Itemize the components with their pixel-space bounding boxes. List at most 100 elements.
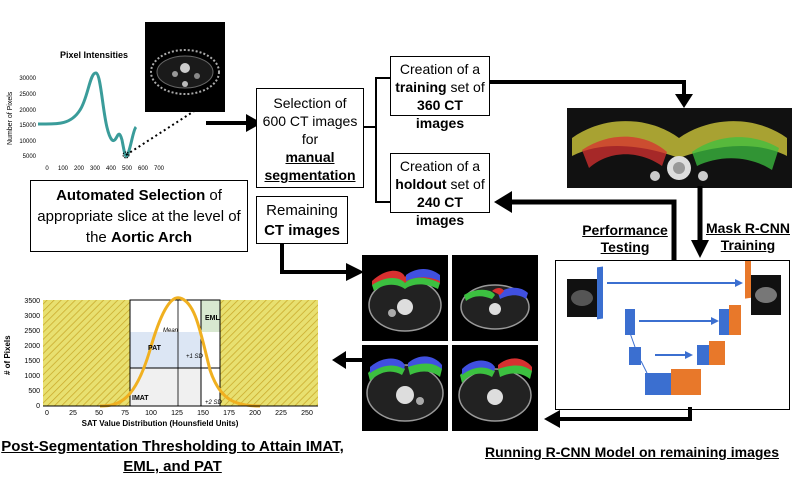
selection-600-box: Selection of 600 CT images for manual se… [256, 88, 364, 188]
training-count: 360 CT images [415, 97, 465, 131]
xtick-400: 400 [106, 166, 117, 172]
xtick-0: 0 [45, 166, 49, 172]
sat-right-hatch [220, 300, 318, 406]
sat-xtick-50: 50 [95, 410, 103, 417]
remaining-line2: CT images [264, 222, 340, 239]
sat-y-ticks: 3500 3000 2500 2000 1500 1000 500 0 [24, 298, 40, 410]
arrow-remaining-to-results [280, 244, 364, 281]
sat-x-ticks: 0 25 50 75 100 125 150 175 200 225 250 [45, 410, 313, 417]
xtick-200: 200 [74, 166, 85, 172]
segmentation-ct-image [567, 108, 792, 188]
selection-line3: for [301, 131, 319, 147]
holdout-word: holdout [395, 176, 447, 192]
aortic-arch-text: Aortic Arch [110, 229, 193, 246]
holdout-line1: Creation of a [399, 158, 481, 174]
cnn-architecture-box [555, 245, 790, 410]
ytick-25000: 25000 [19, 92, 36, 98]
sat-ytick-1500: 1500 [24, 358, 40, 365]
pixel-chart-xticks: 0 100 200 300 400 500 600 700 [45, 166, 164, 172]
xtick-100: 100 [58, 166, 69, 172]
sat-mean-label: Mean [163, 328, 179, 334]
maskrcnn-line2: Training [720, 237, 776, 253]
result-image-1 [362, 255, 448, 341]
sat-y-title: # of Pixels [3, 335, 12, 375]
sat-plus2-label: +2 SD [205, 400, 223, 406]
sat-xtick-75: 75 [121, 410, 129, 417]
sat-xtick-150: 150 [197, 410, 209, 417]
ct-slice-thumbnail [145, 22, 225, 112]
xtick-600: 600 [138, 166, 149, 172]
post-segmentation-title: Post-Segmentation Thresholding to Attain… [0, 437, 345, 477]
sat-xtick-225: 225 [275, 410, 287, 417]
running-rcnn-label: Running R-CNN Model on remaining images [484, 444, 779, 460]
performance-line1: Performance [582, 222, 668, 238]
pointer-dotted-line [125, 105, 203, 156]
arrow-performance-to-holdout [494, 191, 677, 260]
sat-xtick-0: 0 [45, 410, 49, 417]
post-title-line1: Post-Segmentation Thresholding to Attain… [1, 438, 344, 455]
automated-selection-text: of appropriate slice at the level of the [37, 187, 241, 246]
selection-line1: Selection of [273, 95, 347, 111]
sat-xtick-25: 25 [69, 410, 77, 417]
selection-line2: 600 CT images [262, 113, 358, 129]
selection-line5: segmentation [264, 167, 356, 183]
pixel-chart-ylabel: Number of Pixels [7, 91, 14, 145]
arrow-results-to-sat [332, 351, 362, 369]
performance-line2: Testing [600, 239, 650, 255]
remaining-line1: Remaining [266, 202, 338, 219]
xtick-700: 700 [154, 166, 165, 172]
selection-line4: manual [285, 149, 335, 165]
holdout-setof: set of [446, 176, 485, 192]
sat-ytick-500: 500 [28, 388, 40, 395]
sat-distribution-chart: # of Pixels 3500 3000 2500 2000 1500 100… [3, 296, 318, 428]
ytick-15000: 15000 [19, 123, 36, 129]
mask-rcnn-training-label: Mask R-CNN Training [702, 220, 794, 254]
training-line1: Creation of a [399, 61, 481, 77]
sat-ytick-3500: 3500 [24, 298, 40, 305]
training-set-box: Creation of a training set of 360 CT ima… [390, 56, 490, 131]
pixel-chart-yticks: 30000 25000 20000 15000 10000 5000 [19, 76, 36, 160]
sat-eml-label: EML [205, 315, 221, 322]
holdout-count: 240 CT images [415, 194, 465, 228]
sat-ytick-2000: 2000 [24, 343, 40, 350]
holdout-set-box: Creation of a holdout set of 240 CT imag… [390, 153, 490, 228]
pixel-intensity-chart: Pixel Intensities Number of Pixels 30000… [7, 50, 165, 172]
maskrcnn-line1: Mask R-CNN [705, 220, 790, 236]
sat-plus1-label: +1 SD [186, 354, 204, 360]
pixel-intensity-curve [37, 71, 138, 158]
pixel-chart-title: Pixel Intensities [60, 50, 128, 60]
sat-ytick-1000: 1000 [24, 373, 40, 380]
result-image-3 [362, 345, 448, 431]
xtick-300: 300 [90, 166, 101, 172]
performance-testing-label: Performance Testing [580, 222, 670, 256]
sat-left-hatch [43, 300, 130, 406]
sat-ytick-0: 0 [36, 403, 40, 410]
arrow-cnn-to-results [544, 407, 692, 428]
sat-imat-label: IMAT [132, 395, 149, 402]
result-image-4 [452, 345, 538, 431]
training-word: training [395, 79, 447, 95]
sat-xtick-175: 175 [223, 410, 235, 417]
automated-selection-box: Automated Selection of appropriate slice… [30, 180, 248, 252]
arrow-to-mask-rcnn [691, 186, 709, 258]
sat-ytick-3000: 3000 [24, 313, 40, 320]
sat-distribution-curve [99, 296, 261, 408]
xtick-500: 500 [122, 166, 133, 172]
sat-xtick-100: 100 [145, 410, 157, 417]
sat-xtick-125: 125 [171, 410, 183, 417]
sat-pat-region [130, 332, 201, 368]
arrow-training-to-segmentation [490, 80, 693, 108]
training-setof: set of [446, 79, 485, 95]
arrow-to-selection [206, 114, 262, 132]
ytick-20000: 20000 [19, 108, 36, 114]
ytick-10000: 10000 [19, 139, 36, 145]
sat-x-title: SAT Value Distribution (Hounsfield Units… [82, 419, 239, 428]
sat-pat-label: PAT [148, 345, 162, 352]
ytick-30000: 30000 [19, 76, 36, 82]
post-title-line2: EML, and PAT [123, 458, 222, 475]
result-image-2 [452, 255, 538, 341]
sat-ytick-2500: 2500 [24, 328, 40, 335]
remaining-ct-box: Remaining CT images [256, 196, 348, 244]
automated-selection-bold: Automated Selection [56, 187, 206, 204]
sat-xtick-200: 200 [249, 410, 261, 417]
